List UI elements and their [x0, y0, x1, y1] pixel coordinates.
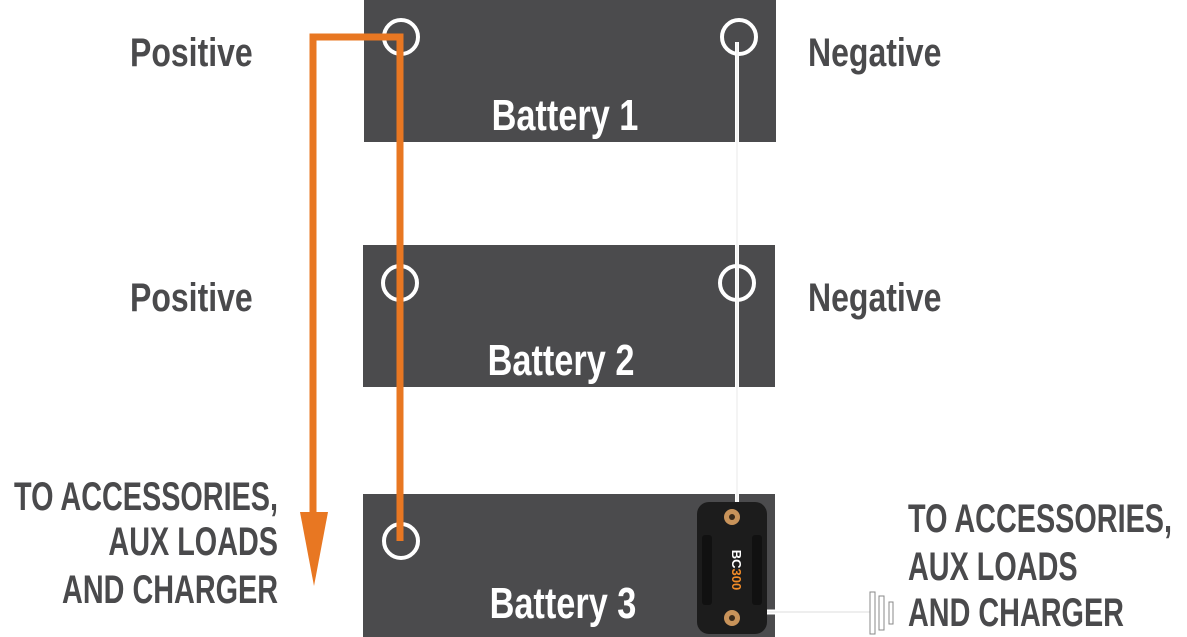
arrow-down-icon	[300, 512, 328, 586]
svg-text:TO ACCESSORIES,: TO ACCESSORIES,	[14, 474, 278, 519]
ground-symbol-icon	[869, 591, 894, 635]
positive-wire	[300, 33, 404, 586]
positive-label-2: Positive	[130, 275, 253, 320]
battery-1-label: Battery 1	[492, 91, 639, 140]
svg-text:AND CHARGER: AND CHARGER	[62, 567, 278, 612]
battery-2: Battery 2	[363, 245, 775, 387]
svg-text:TO ACCESSORIES,: TO ACCESSORIES,	[908, 496, 1172, 541]
battery-2-label: Battery 2	[488, 336, 635, 385]
right-output-label: TO ACCESSORIES, AUX LOADS AND CHARGER	[908, 496, 1172, 635]
positive-label-1: Positive	[130, 30, 253, 75]
svg-text:AND CHARGER: AND CHARGER	[908, 590, 1124, 635]
svg-text:AUX LOADS: AUX LOADS	[908, 544, 1078, 589]
battery-3-label: Battery 3	[490, 579, 637, 628]
bc300-device: BC300	[697, 502, 894, 635]
negative-label-2: Negative	[808, 275, 941, 320]
device-model: 300	[729, 569, 744, 591]
labels: Positive Negative Positive Negative TO A…	[14, 30, 1172, 636]
device-brand: BC	[729, 550, 744, 569]
left-output-label: TO ACCESSORIES, AUX LOADS AND CHARGER	[14, 474, 278, 612]
negative-label-1: Negative	[808, 30, 941, 75]
battery-1: Battery 1	[364, 0, 776, 142]
svg-text:BC300: BC300	[729, 550, 744, 590]
svg-text:AUX LOADS: AUX LOADS	[108, 519, 278, 564]
